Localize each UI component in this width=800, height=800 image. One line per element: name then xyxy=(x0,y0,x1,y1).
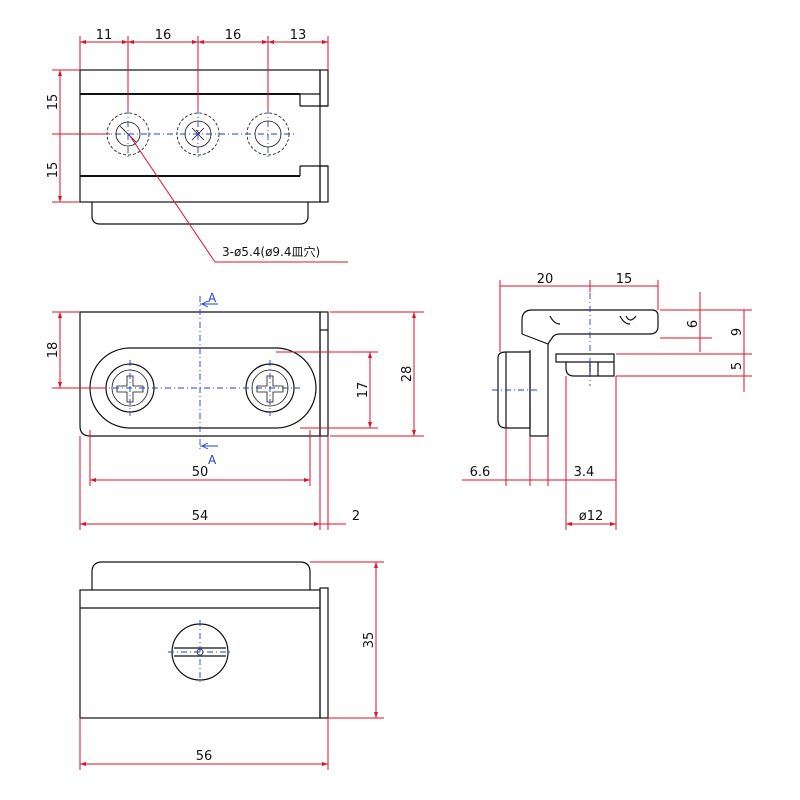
dim-2: 2 xyxy=(352,509,360,524)
dim-50: 50 xyxy=(192,465,209,480)
dim-15a: 15 xyxy=(46,94,61,111)
dim-16a: 16 xyxy=(155,28,172,43)
dim-15-side: 15 xyxy=(616,272,633,287)
side-view: 20 15 6 9 5 6.6 3.4 ø12 xyxy=(462,272,752,530)
dim-6-6: 6.6 xyxy=(470,465,491,480)
dim-11: 11 xyxy=(96,28,113,43)
arrowheads xyxy=(58,40,616,766)
dim-13: 13 xyxy=(290,28,307,43)
hole-callout: 3-ø5.4(ø9.4皿穴) xyxy=(222,244,320,259)
bottom-view: 35 56 xyxy=(79,561,384,770)
dim-9: 9 xyxy=(730,328,745,336)
dim-18: 18 xyxy=(46,342,61,359)
section-label-a-bottom: A xyxy=(208,453,217,467)
dim-3-4: 3.4 xyxy=(574,465,595,480)
dim-dia-12: ø12 xyxy=(579,509,604,524)
dim-15b: 15 xyxy=(46,162,61,179)
top-view: 11 16 16 13 15 15 3-ø5.4(ø9.4皿穴) xyxy=(46,28,348,263)
section-label-a-top: A xyxy=(208,291,217,305)
dim-35: 35 xyxy=(362,632,377,649)
dim-54: 54 xyxy=(192,509,209,524)
dim-6: 6 xyxy=(686,320,701,328)
dim-20: 20 xyxy=(537,272,554,287)
dim-5: 5 xyxy=(730,362,745,370)
dim-56: 56 xyxy=(196,749,213,764)
dim-17: 17 xyxy=(356,382,371,399)
dim-28: 28 xyxy=(400,366,415,383)
front-view: A A 18 17 28 50 54 2 xyxy=(46,291,424,530)
dim-16b: 16 xyxy=(225,28,242,43)
